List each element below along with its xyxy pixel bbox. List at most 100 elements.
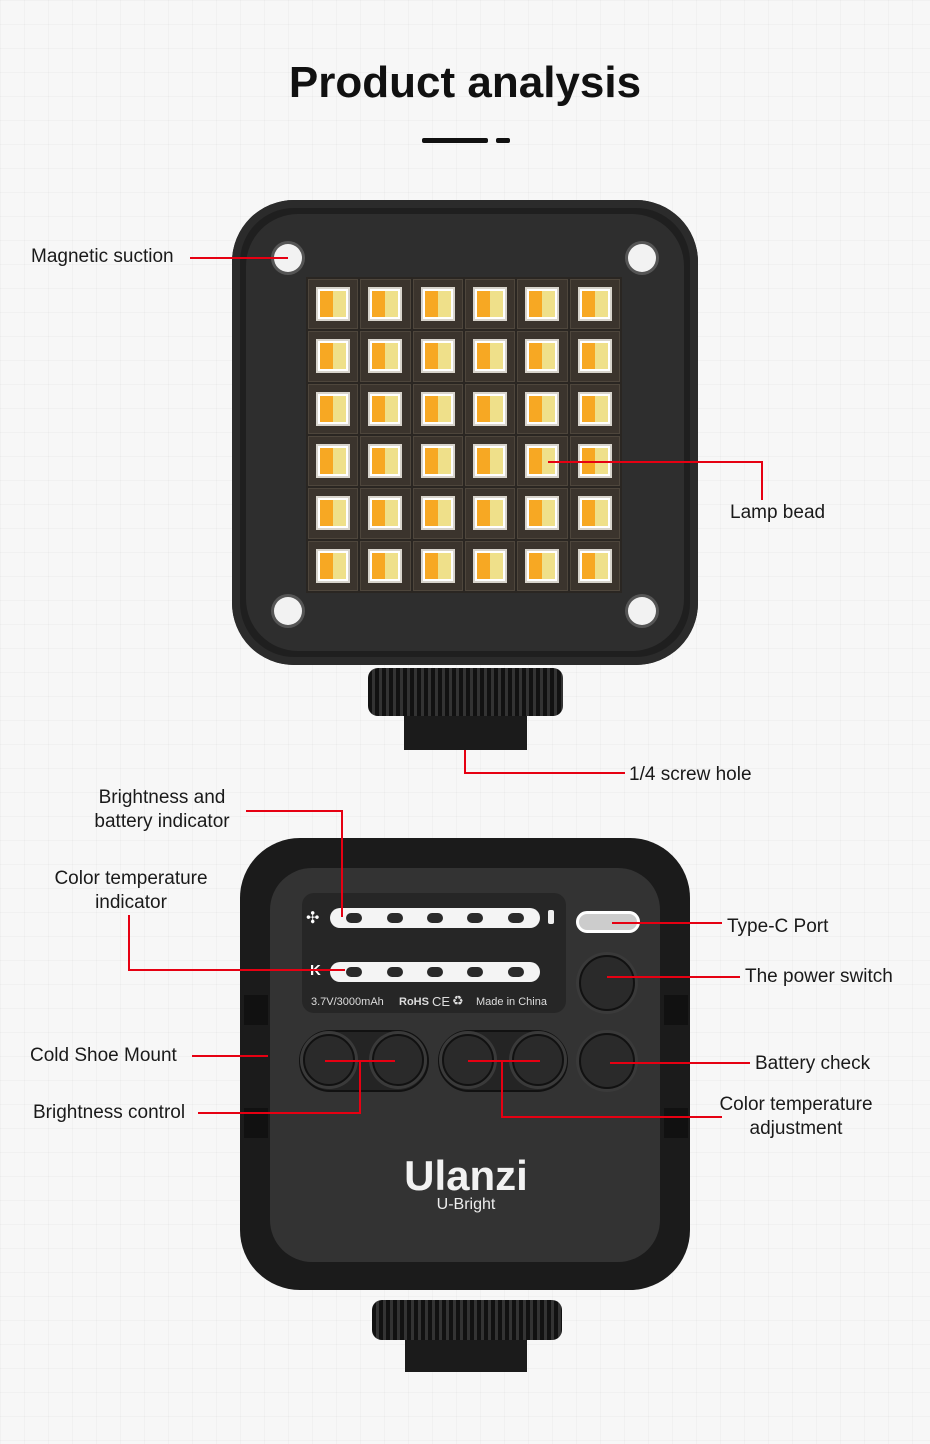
- type-c-port[interactable]: [576, 911, 640, 933]
- magnet-hole: [274, 597, 302, 625]
- battery-icon: [548, 910, 554, 924]
- lamp-bead: [569, 435, 620, 487]
- label-power-switch: The power switch: [745, 966, 893, 987]
- title-underline: [422, 138, 488, 143]
- lamp-bead: [464, 435, 516, 487]
- led-chip: [577, 548, 612, 583]
- label-screw-hole: 1/4 screw hole: [629, 764, 752, 785]
- battery-check-button[interactable]: [579, 1033, 635, 1089]
- led-chip: [473, 496, 508, 531]
- lamp-bead: [308, 488, 359, 539]
- side-shoe-tab: [244, 1108, 268, 1138]
- brightness-indicator-bar: [330, 908, 540, 928]
- led-chip: [420, 287, 455, 322]
- led-chip: [473, 391, 508, 426]
- led-chip: [420, 444, 455, 479]
- lamp-bead: [360, 435, 411, 487]
- label-brightness-control: Brightness control: [33, 1102, 186, 1123]
- lamp-bead: [308, 383, 359, 434]
- lamp-bead: [412, 435, 463, 487]
- lamp-bead: [464, 540, 516, 591]
- led-chip: [473, 548, 508, 583]
- label-brightness-indicator: Brightness and battery indicator: [62, 786, 262, 834]
- magnet-hole: [628, 244, 656, 272]
- mount-nut: [368, 668, 563, 716]
- cold-shoe-foot: [405, 1340, 527, 1372]
- led-chip: [368, 496, 403, 531]
- led-chip: [316, 287, 351, 322]
- led-grid: [306, 277, 622, 593]
- lamp-bead: [360, 331, 411, 382]
- page-title: Product analysis: [288, 58, 642, 107]
- side-shoe-tab: [664, 1108, 688, 1138]
- led-chip: [316, 444, 351, 479]
- lamp-bead: [412, 331, 463, 382]
- lamp-bead: [517, 331, 568, 382]
- lamp-bead: [569, 279, 620, 330]
- label-cold-shoe: Cold Shoe Mount: [30, 1045, 177, 1066]
- lamp-bead: [569, 488, 620, 539]
- led-chip: [473, 339, 508, 374]
- rohs-mark: RoHS: [399, 996, 429, 1008]
- title-underline-dot: [496, 138, 510, 143]
- label-line: battery indicator: [94, 811, 230, 832]
- brightness-icon: ✣: [306, 910, 320, 927]
- lamp-bead: [517, 383, 568, 434]
- brightness-down-button[interactable]: [303, 1034, 355, 1086]
- lamp-bead: [464, 383, 516, 434]
- lamp-bead: [464, 488, 516, 539]
- lamp-bead: [308, 435, 359, 487]
- lamp-bead: [464, 331, 516, 382]
- cold-shoe-foot: [404, 716, 527, 750]
- label-line: indicator: [95, 892, 167, 913]
- led-chip: [316, 548, 351, 583]
- lamp-bead: [517, 279, 568, 330]
- label-line: adjustment: [749, 1118, 843, 1139]
- label-color-temp-adjust: Color temperature adjustment: [696, 1093, 896, 1141]
- magnet-hole: [628, 597, 656, 625]
- lamp-bead: [412, 540, 463, 591]
- side-shoe-tab: [664, 995, 688, 1025]
- label-battery-check: Battery check: [755, 1053, 871, 1074]
- led-chip: [525, 391, 560, 426]
- lamp-bead: [569, 331, 620, 382]
- brightness-up-button[interactable]: [372, 1034, 424, 1086]
- led-chip: [368, 391, 403, 426]
- power-button[interactable]: [579, 955, 635, 1011]
- recycle-icon: ♻: [452, 993, 464, 1008]
- color-temp-down-button[interactable]: [442, 1034, 494, 1086]
- led-chip: [368, 287, 403, 322]
- side-shoe-tab: [244, 995, 268, 1025]
- led-chip: [368, 339, 403, 374]
- label-line: Brightness and: [98, 787, 226, 808]
- led-chip: [525, 287, 560, 322]
- led-chip: [368, 444, 403, 479]
- color-temp-up-button[interactable]: [512, 1034, 564, 1086]
- led-chip: [316, 496, 351, 531]
- led-chip: [577, 339, 612, 374]
- lamp-bead: [569, 383, 620, 434]
- lamp-bead: [360, 488, 411, 539]
- led-chip: [420, 496, 455, 531]
- lamp-bead: [412, 383, 463, 434]
- label-line: Color temperature: [54, 868, 208, 889]
- ce-mark: CE: [432, 994, 451, 1009]
- lamp-bead: [412, 488, 463, 539]
- model-name: U-Bright: [436, 1196, 496, 1213]
- lamp-bead: [360, 279, 411, 330]
- led-chip: [473, 444, 508, 479]
- lamp-bead: [360, 540, 411, 591]
- mount-nut: [372, 1300, 562, 1340]
- lamp-bead: [517, 540, 568, 591]
- label-magnetic-suction: Magnetic suction: [31, 246, 174, 267]
- led-chip: [368, 548, 403, 583]
- lamp-bead: [464, 279, 516, 330]
- lamp-bead: [517, 488, 568, 539]
- lamp-bead: [308, 331, 359, 382]
- lamp-bead: [308, 279, 359, 330]
- led-chip: [420, 391, 455, 426]
- led-chip: [316, 339, 351, 374]
- led-chip: [577, 287, 612, 322]
- lamp-bead: [569, 540, 620, 591]
- label-line: Color temperature: [719, 1094, 873, 1115]
